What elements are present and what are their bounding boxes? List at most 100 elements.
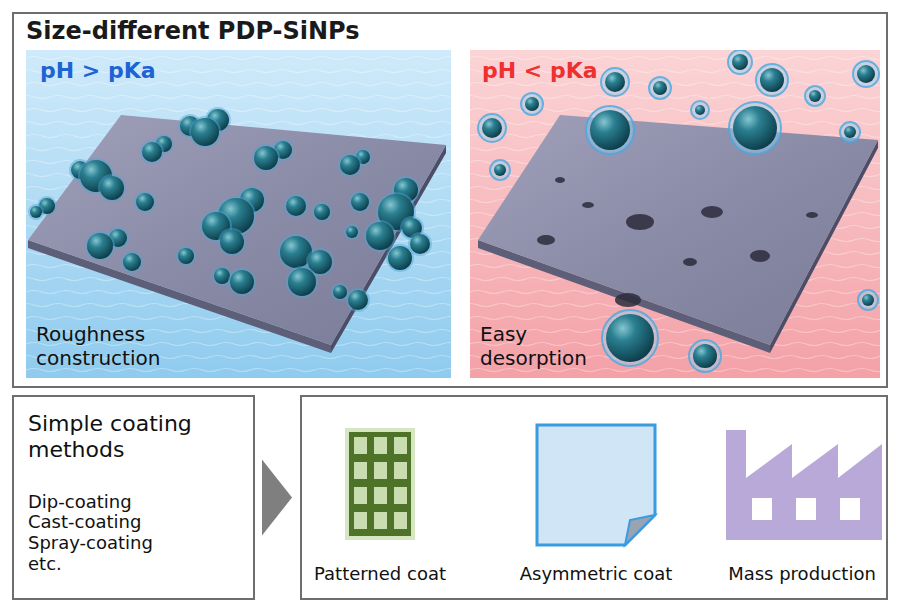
desorption-spot <box>683 258 697 266</box>
desorption-spot <box>750 250 770 262</box>
particle-shell <box>140 140 164 164</box>
particle-shell <box>189 116 221 148</box>
ripple-line <box>26 96 451 99</box>
particle-core <box>809 90 821 102</box>
pattern-cell <box>394 512 407 529</box>
particle-core <box>286 196 306 216</box>
particle-shell <box>338 153 362 177</box>
particle-core <box>732 54 748 70</box>
particle <box>649 77 671 99</box>
particle <box>284 194 308 218</box>
application-box: Patterned coatAsymmetric coatMass produc… <box>300 395 888 600</box>
particle <box>312 202 332 222</box>
pattern-cell <box>374 487 387 504</box>
pattern-cell <box>354 487 367 504</box>
particle <box>344 224 360 240</box>
icon-label: Patterned coat <box>314 563 446 584</box>
particle <box>98 174 126 202</box>
particle-core <box>123 253 141 271</box>
particle-shell <box>312 202 332 222</box>
particle-shell <box>386 244 414 272</box>
particle <box>805 86 825 106</box>
particle-shell <box>218 228 246 256</box>
flow-chevron <box>262 460 292 536</box>
condition-panel: pH > pKaRoughness construction <box>26 50 451 378</box>
particle-core <box>605 72 625 92</box>
condition-label: pH > pKa <box>40 58 156 83</box>
desorption-spot <box>701 206 723 218</box>
particle-core <box>87 233 113 259</box>
particle <box>85 231 115 261</box>
particle <box>689 340 721 372</box>
desorption-spot <box>555 177 565 183</box>
water-ripples <box>26 57 451 372</box>
particle-shell <box>28 204 44 220</box>
ripple-line <box>470 330 880 333</box>
pattern-grid <box>349 432 411 536</box>
particle <box>490 160 510 180</box>
particle <box>586 106 634 154</box>
particle-core <box>220 230 244 254</box>
particle <box>252 144 280 172</box>
ripple-line <box>26 122 451 125</box>
particle <box>228 268 256 296</box>
particle-core <box>695 105 705 115</box>
particle-core <box>333 285 347 299</box>
particle-shell <box>756 64 788 96</box>
desorbed-spots <box>537 177 818 307</box>
desorption-spot <box>626 214 654 230</box>
particle-shell <box>228 268 256 296</box>
pattern-cell <box>394 462 407 479</box>
condition-panel: pH < pKaEasy desorption <box>470 50 880 378</box>
particle-shell <box>689 340 721 372</box>
particle-core <box>136 193 154 211</box>
adsorbed-particles <box>28 107 432 312</box>
particle <box>521 93 543 115</box>
substrate-plate <box>28 115 446 353</box>
pattern-cell <box>354 437 367 454</box>
effect-label: Roughness construction <box>36 322 206 370</box>
pattern-ground <box>345 428 415 540</box>
particle-core <box>340 155 360 175</box>
factory-body <box>726 430 882 540</box>
particle-core <box>351 193 369 211</box>
particle-shell <box>691 101 709 119</box>
particle-core <box>388 246 412 270</box>
particle-shell <box>649 77 671 99</box>
water-ripples <box>470 57 880 372</box>
particle-shell <box>521 93 543 115</box>
particle-core <box>760 68 784 92</box>
particle <box>346 288 370 312</box>
particle-shell <box>853 61 879 87</box>
particle-core <box>346 226 358 238</box>
particle-core <box>606 314 654 362</box>
particle-core <box>314 204 330 220</box>
particle <box>602 310 658 366</box>
substrate-plate <box>478 115 878 353</box>
particle-core <box>288 268 316 296</box>
pattern-cell <box>394 487 407 504</box>
desorbed-particles <box>478 50 879 372</box>
method-box: Simple coating methodsDip-coating Cast-c… <box>12 395 255 600</box>
particle-core <box>366 222 394 250</box>
icon-label: Asymmetric coat <box>520 563 673 584</box>
particle-core <box>482 118 502 138</box>
ripple-line <box>470 343 880 346</box>
particle-core <box>410 234 430 254</box>
particle <box>218 228 246 256</box>
condition-label: pH < pKa <box>482 58 598 83</box>
factory-window <box>840 498 860 520</box>
pattern-cell <box>374 437 387 454</box>
particle-core <box>230 270 254 294</box>
particle-shell <box>85 231 115 261</box>
plate-surface <box>28 115 446 345</box>
particle <box>853 61 879 87</box>
pattern-cell <box>374 512 387 529</box>
particle-shell <box>858 290 878 310</box>
particle-core <box>857 65 875 83</box>
particle <box>728 50 752 74</box>
particle <box>349 191 371 213</box>
desorption-spot <box>582 202 594 208</box>
particle <box>729 102 781 154</box>
